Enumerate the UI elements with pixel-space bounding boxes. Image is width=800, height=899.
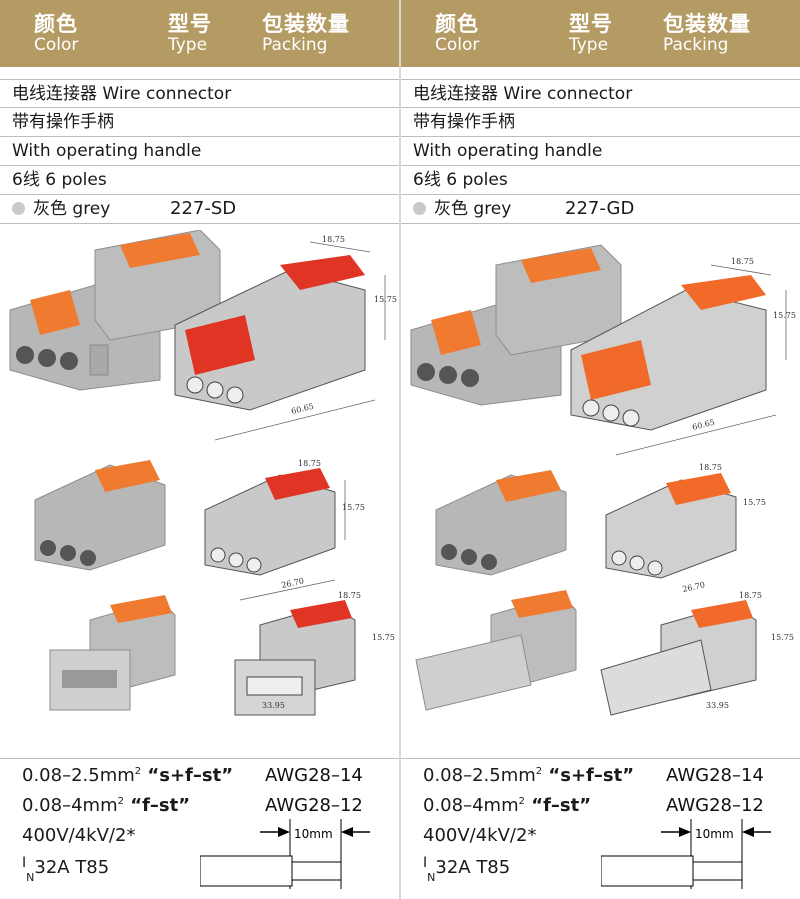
awg-2: AWG28–12 bbox=[666, 795, 764, 816]
color-row: 灰色 grey 227-GD bbox=[401, 195, 800, 224]
product-drawings-2: 18.75 15.75 60.65 18.75 15.75 bbox=[401, 230, 800, 750]
spec-voltage: 400V/4kV/2* bbox=[22, 825, 136, 846]
grey-dot-icon bbox=[413, 202, 426, 215]
header-bar-2: 颜色 Color 型号 Type 包装数量 Packing bbox=[401, 0, 800, 67]
plug-connector-drawing: 18.75 15.75 33.95 bbox=[234, 591, 395, 716]
product-info-2: 电线连接器 Wire connector 带有操作手柄 With operati… bbox=[401, 79, 800, 224]
connector-pair-drawing: 18.75 15.75 60.65 bbox=[570, 257, 796, 456]
spec-voltage: 400V/4kV/2* bbox=[423, 825, 537, 846]
svg-text:18.75: 18.75 bbox=[699, 463, 722, 472]
spec-current: IN32A T85 bbox=[423, 855, 511, 884]
svg-text:60.65: 60.65 bbox=[290, 402, 314, 416]
svg-text:10mm: 10mm bbox=[695, 827, 734, 841]
connector-pair-photo bbox=[9, 229, 221, 391]
svg-text:18.75: 18.75 bbox=[731, 257, 754, 266]
awg-1: AWG28–14 bbox=[265, 765, 363, 786]
plug-connector-photo bbox=[415, 590, 577, 711]
spec-wire-range-1: 0.08–2.5mm2 “s+f–st” bbox=[22, 765, 234, 786]
spec-wire-range-1: 0.08–2.5mm2 “s+f–st” bbox=[423, 765, 635, 786]
type-code: 227-SD bbox=[170, 198, 237, 219]
single-connector-photo bbox=[435, 470, 567, 576]
strip-length-diagram: 10mm bbox=[601, 819, 771, 889]
header-bar: 颜色 Color 型号 Type 包装数量 Packing bbox=[0, 0, 399, 67]
svg-text:18.75: 18.75 bbox=[739, 591, 762, 600]
header-color-2: 颜色 Color bbox=[435, 12, 480, 55]
specifications: 0.08–2.5mm2 “s+f–st” AWG28–14 0.08–4mm2 … bbox=[0, 758, 399, 899]
svg-text:15.75: 15.75 bbox=[342, 503, 365, 512]
color-label: 灰色 grey bbox=[33, 199, 111, 219]
header-type: 型号 Type bbox=[168, 12, 212, 55]
column-227-gd: 颜色 Color 型号 Type 包装数量 Packing 电线连接器 Wire… bbox=[399, 0, 800, 899]
poles: 6线 6 poles bbox=[401, 166, 800, 195]
svg-text:18.75: 18.75 bbox=[298, 459, 321, 468]
svg-text:15.75: 15.75 bbox=[374, 295, 397, 304]
plug-connector-drawing: 18.75 15.75 33.95 bbox=[600, 591, 794, 716]
single-connector-drawing: 18.75 15.75 26.70 bbox=[204, 459, 365, 601]
handle-en: With operating handle bbox=[0, 137, 399, 166]
strip-length-diagram: 10mm bbox=[200, 819, 370, 889]
svg-text:10mm: 10mm bbox=[294, 827, 333, 841]
product-info: 电线连接器 Wire connector 带有操作手柄 With operati… bbox=[0, 79, 399, 224]
svg-text:15.75: 15.75 bbox=[773, 311, 796, 320]
header-color: 颜色 Color bbox=[34, 12, 79, 55]
product-drawings: 18.75 15.75 60.65 18.75 bbox=[0, 229, 399, 750]
single-connector-drawing: 18.75 15.75 26.70 bbox=[605, 463, 766, 594]
connector-illustrations: 18.75 15.75 60.65 18.75 bbox=[9, 229, 397, 716]
single-connector-photo bbox=[34, 460, 166, 571]
column-227-sd: 颜色 Color 型号 Type 包装数量 Packing 电线连接器 Wire… bbox=[0, 0, 399, 899]
awg-1: AWG28–14 bbox=[666, 765, 764, 786]
svg-text:18.75: 18.75 bbox=[338, 591, 361, 600]
spec-current: IN32A T85 bbox=[22, 855, 110, 884]
header-packing: 包装数量 Packing bbox=[262, 12, 350, 55]
svg-text:18.75: 18.75 bbox=[322, 235, 345, 244]
awg-2: AWG28–12 bbox=[265, 795, 363, 816]
svg-text:15.75: 15.75 bbox=[372, 633, 395, 642]
svg-text:33.95: 33.95 bbox=[262, 701, 285, 710]
connector-pair-photo bbox=[410, 244, 622, 406]
spec-wire-range-2: 0.08–4mm2 “f–st” bbox=[423, 795, 592, 816]
product-name: 电线连接器 Wire connector bbox=[0, 79, 399, 108]
handle-zh: 带有操作手柄 bbox=[0, 108, 399, 137]
header-type-2: 型号 Type bbox=[569, 12, 613, 55]
header-packing-2: 包装数量 Packing bbox=[663, 12, 751, 55]
specifications-2: 0.08–2.5mm2 “s+f–st” AWG28–14 0.08–4mm2 … bbox=[401, 758, 800, 899]
plug-connector-photo bbox=[49, 595, 176, 711]
connector-illustrations-2: 18.75 15.75 60.65 18.75 15.75 bbox=[410, 244, 796, 716]
svg-text:26.70: 26.70 bbox=[682, 580, 706, 594]
poles: 6线 6 poles bbox=[0, 166, 399, 195]
product-name: 电线连接器 Wire connector bbox=[401, 79, 800, 108]
type-code: 227-GD bbox=[565, 198, 635, 219]
grey-dot-icon bbox=[12, 202, 25, 215]
svg-text:60.65: 60.65 bbox=[691, 418, 715, 432]
svg-text:15.75: 15.75 bbox=[771, 633, 794, 642]
handle-en: With operating handle bbox=[401, 137, 800, 166]
svg-text:26.70: 26.70 bbox=[281, 576, 305, 590]
color-label: 灰色 grey bbox=[434, 199, 512, 219]
svg-text:33.95: 33.95 bbox=[706, 701, 729, 710]
connector-pair-drawing: 18.75 15.75 60.65 bbox=[174, 235, 397, 441]
spec-wire-range-2: 0.08–4mm2 “f–st” bbox=[22, 795, 191, 816]
handle-zh: 带有操作手柄 bbox=[401, 108, 800, 137]
color-row: 灰色 grey 227-SD bbox=[0, 195, 399, 224]
svg-text:15.75: 15.75 bbox=[743, 498, 766, 507]
